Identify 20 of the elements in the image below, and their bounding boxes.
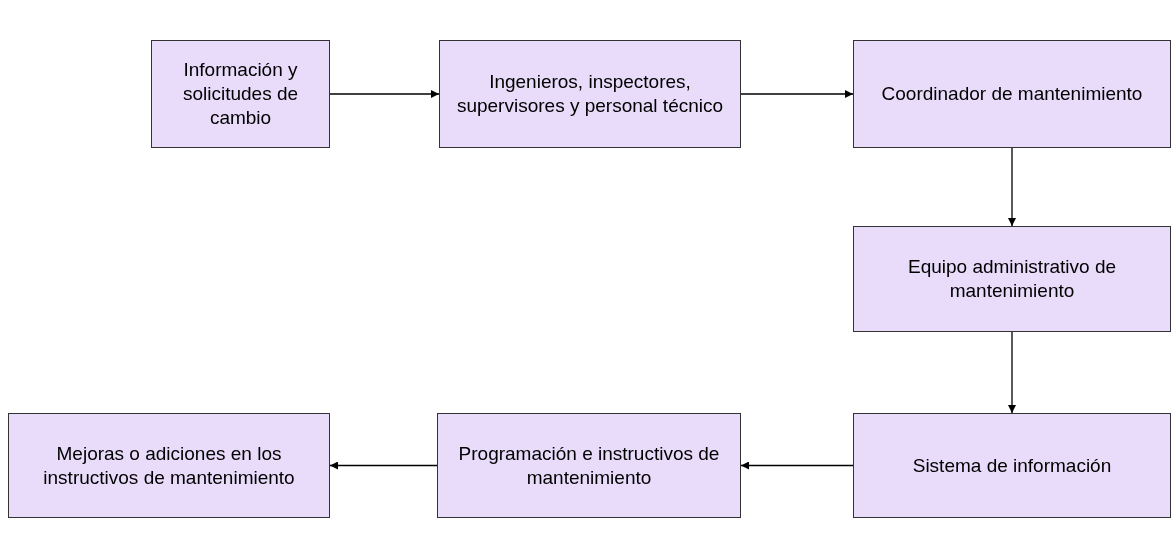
process-box <box>853 413 1171 518</box>
box-label: Equipo administrativo de mantenimiento <box>906 255 1118 303</box>
process-box <box>439 40 741 148</box>
process-box <box>853 226 1171 332</box>
box-label: Programación e instructivos de mantenimiento <box>457 441 721 490</box>
arrow <box>740 90 854 98</box>
box-label: Sistema de información <box>912 453 1112 478</box>
arrow <box>329 90 440 98</box>
process-box <box>151 40 330 148</box>
process-box <box>853 40 1171 148</box>
box-label: Información y solicitudes de cambio <box>181 58 300 130</box>
arrow <box>1008 331 1016 414</box>
box-label: Coordinador de mantenimiento <box>881 82 1143 106</box>
arrow <box>329 461 438 470</box>
process-box <box>437 413 741 518</box>
arrow <box>1008 147 1016 227</box>
arrow <box>740 461 854 470</box>
box-label: Mejoras o adiciones en los instructivos de mantenimiento <box>42 441 296 490</box>
box-label: Ingenieros, inspectores, supervisores y personal técnico <box>455 70 725 118</box>
process-box <box>8 413 330 518</box>
